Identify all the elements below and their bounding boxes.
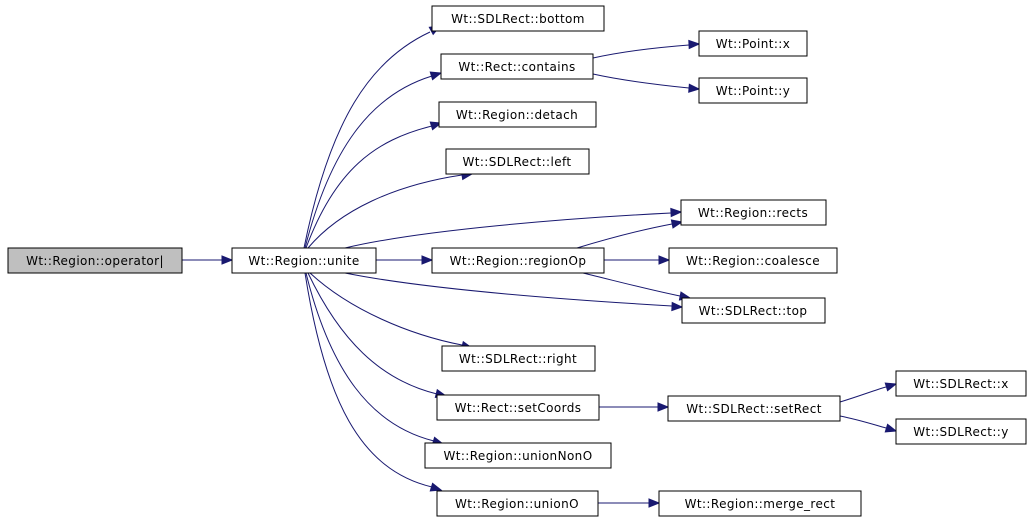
edge-contains-pointx <box>592 39 701 59</box>
edge-unite-right <box>309 272 474 351</box>
edge-unite-unionnono <box>305 272 445 446</box>
node-region-regionop-label: Wt::Region::regionOp <box>450 254 587 268</box>
edge-unite-regionop <box>376 255 434 265</box>
edge-unite-bottom <box>303 25 442 249</box>
node-sdlrect-bottom-label: Wt::SDLRect::bottom <box>451 12 585 26</box>
node-sdlrect-top-label: Wt::SDLRect::top <box>699 304 808 318</box>
node-point-y[interactable]: Wt::Point::y <box>698 77 808 104</box>
node-sdlrect-setrect[interactable]: Wt::SDLRect::setRect <box>667 395 841 422</box>
edges <box>182 25 898 508</box>
node-sdlrect-x[interactable]: Wt::SDLRect::x <box>895 370 1027 397</box>
node-point-x[interactable]: Wt::Point::x <box>698 30 808 57</box>
node-region-detach[interactable]: Wt::Region::detach <box>438 101 597 128</box>
node-region-unionnono[interactable]: Wt::Region::unionNonO <box>424 442 612 469</box>
node-region-merge-rect-label: Wt::Region::merge_rect <box>685 497 836 511</box>
edge-unite-detach <box>305 121 443 249</box>
node-sdlrect-x-label: Wt::SDLRect::x <box>913 377 1008 391</box>
edge-uniono-merge <box>598 498 661 508</box>
node-region-uniono[interactable]: Wt::Region::unionO <box>436 490 599 517</box>
node-sdlrect-top[interactable]: Wt::SDLRect::top <box>681 297 826 324</box>
node-rect-contains[interactable]: Wt::Rect::contains <box>440 53 594 80</box>
node-sdlrect-setrect-label: Wt::SDLRect::setRect <box>686 402 822 416</box>
edge-unite-setcoords <box>307 272 448 399</box>
node-sdlrect-left[interactable]: Wt::SDLRect::left <box>445 148 590 175</box>
node-rect-setcoords-label: Wt::Rect::setCoords <box>455 401 582 415</box>
node-sdlrect-bottom[interactable]: Wt::SDLRect::bottom <box>431 5 605 32</box>
edge-setcoords-setrect <box>599 402 670 412</box>
edge-regionop-top <box>582 272 692 301</box>
node-region-rects[interactable]: Wt::Region::rects <box>680 199 827 226</box>
node-region-detach-label: Wt::Region::detach <box>456 108 578 122</box>
edge-contains-pointy <box>592 73 701 93</box>
edge-setrect-sdly <box>839 415 898 433</box>
node-operator-or-label: Wt::Region::operator| <box>26 254 164 268</box>
edge-unite-left <box>307 170 474 249</box>
node-region-regionop[interactable]: Wt::Region::regionOp <box>431 247 605 274</box>
edge-operator-unite <box>182 255 234 265</box>
node-region-rects-label: Wt::Region::rects <box>698 206 808 220</box>
node-region-unionnono-label: Wt::Region::unionNonO <box>443 449 592 463</box>
node-sdlrect-right-label: Wt::SDLRect::right <box>459 352 577 366</box>
edge-regionop-rects <box>576 219 684 249</box>
node-sdlrect-left-label: Wt::SDLRect::left <box>462 155 571 169</box>
node-unite[interactable]: Wt::Region::unite <box>231 247 377 274</box>
node-sdlrect-y[interactable]: Wt::SDLRect::y <box>895 418 1027 445</box>
edge-regionop-coalesce <box>604 255 671 265</box>
node-operator-or[interactable]: Wt::Region::operator| <box>7 247 183 274</box>
edge-setrect-sdlx <box>839 382 898 403</box>
edge-unite-contains <box>304 71 443 249</box>
node-point-y-label: Wt::Point::y <box>716 84 790 98</box>
nodes: Wt::Region::operator| Wt::Region::unite … <box>7 5 1027 517</box>
node-sdlrect-right[interactable]: Wt::SDLRect::right <box>441 345 596 372</box>
edge-unite-top <box>344 272 684 312</box>
edge-unite-rects <box>344 207 683 249</box>
node-unite-label: Wt::Region::unite <box>248 254 359 268</box>
node-region-coalesce-label: Wt::Region::coalesce <box>686 254 820 268</box>
node-rect-contains-label: Wt::Rect::contains <box>458 60 575 74</box>
node-rect-setcoords[interactable]: Wt::Rect::setCoords <box>436 394 600 421</box>
edge-unite-uniono <box>304 272 443 492</box>
node-region-uniono-label: Wt::Region::unionO <box>455 497 579 511</box>
node-point-x-label: Wt::Point::x <box>716 37 790 51</box>
node-sdlrect-y-label: Wt::SDLRect::y <box>913 425 1008 439</box>
node-region-merge-rect[interactable]: Wt::Region::merge_rect <box>658 490 862 517</box>
node-region-coalesce[interactable]: Wt::Region::coalesce <box>668 247 838 274</box>
